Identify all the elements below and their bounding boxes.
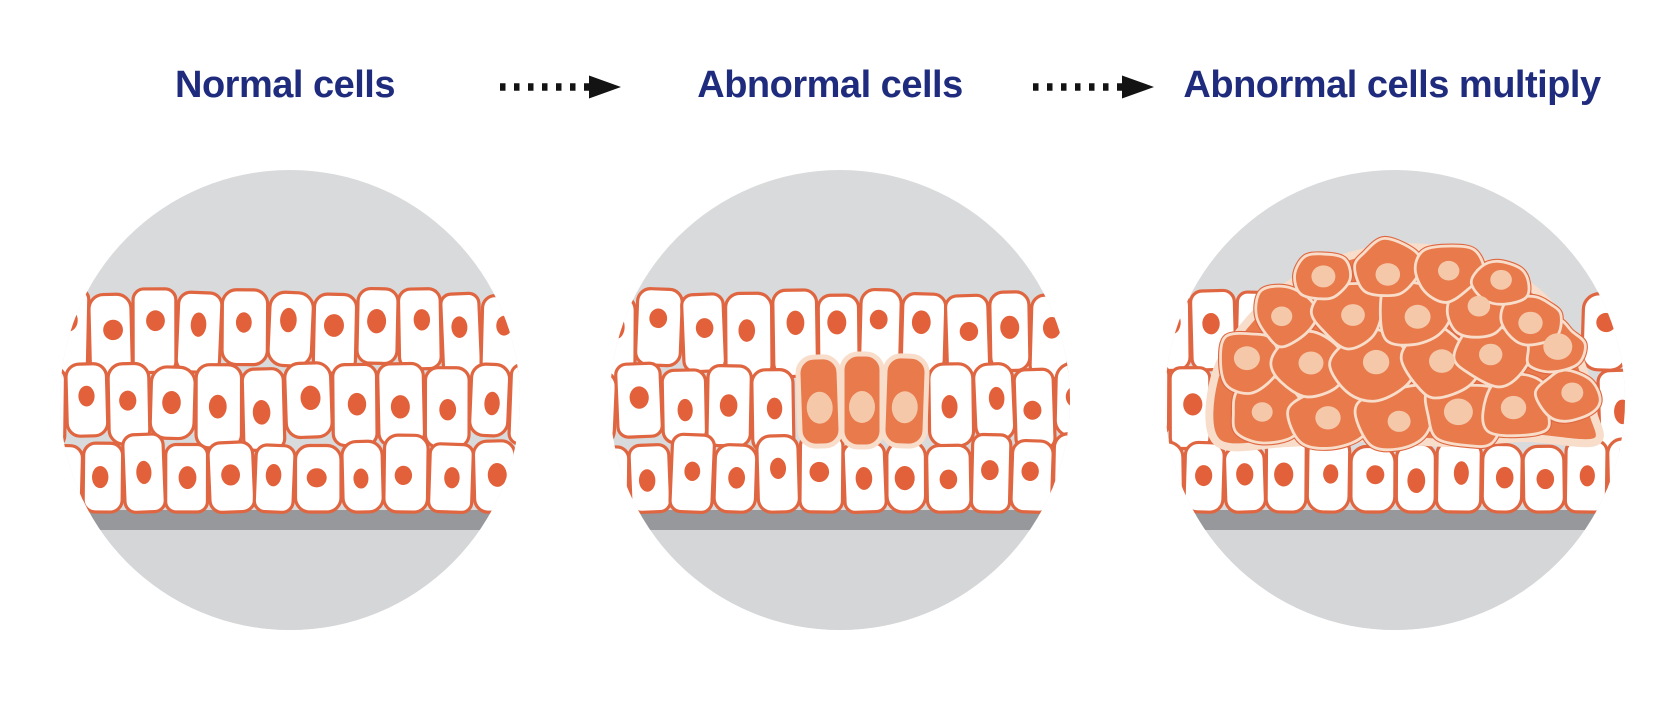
label-abnormal-cells-multiply: Abnormal cells multiply [1183,64,1601,106]
stroma-lower-background [1165,528,1625,630]
normal-cells-illustration [60,170,520,630]
abnormal-cells-multiply-illustration [1165,170,1625,630]
label-normal-cells: Normal cells [175,64,396,106]
stroma-lower-background [60,528,520,630]
stroma-lower-background [610,528,1070,630]
abnormal-cells-illustration [610,170,1070,630]
abnormal-cell-cluster [795,351,930,450]
dotted-arrow-icon [1033,75,1154,99]
epithelial-cell-band [60,286,520,515]
dotted-arrow-icon [500,75,621,99]
tumor-cell-mass [1205,235,1604,453]
label-abnormal-cells: Abnormal cells [697,64,963,106]
basement-membrane [1165,510,1625,530]
basement-membrane [60,510,520,530]
basement-membrane [610,510,1070,530]
epithelial-cell-band [610,287,1070,514]
